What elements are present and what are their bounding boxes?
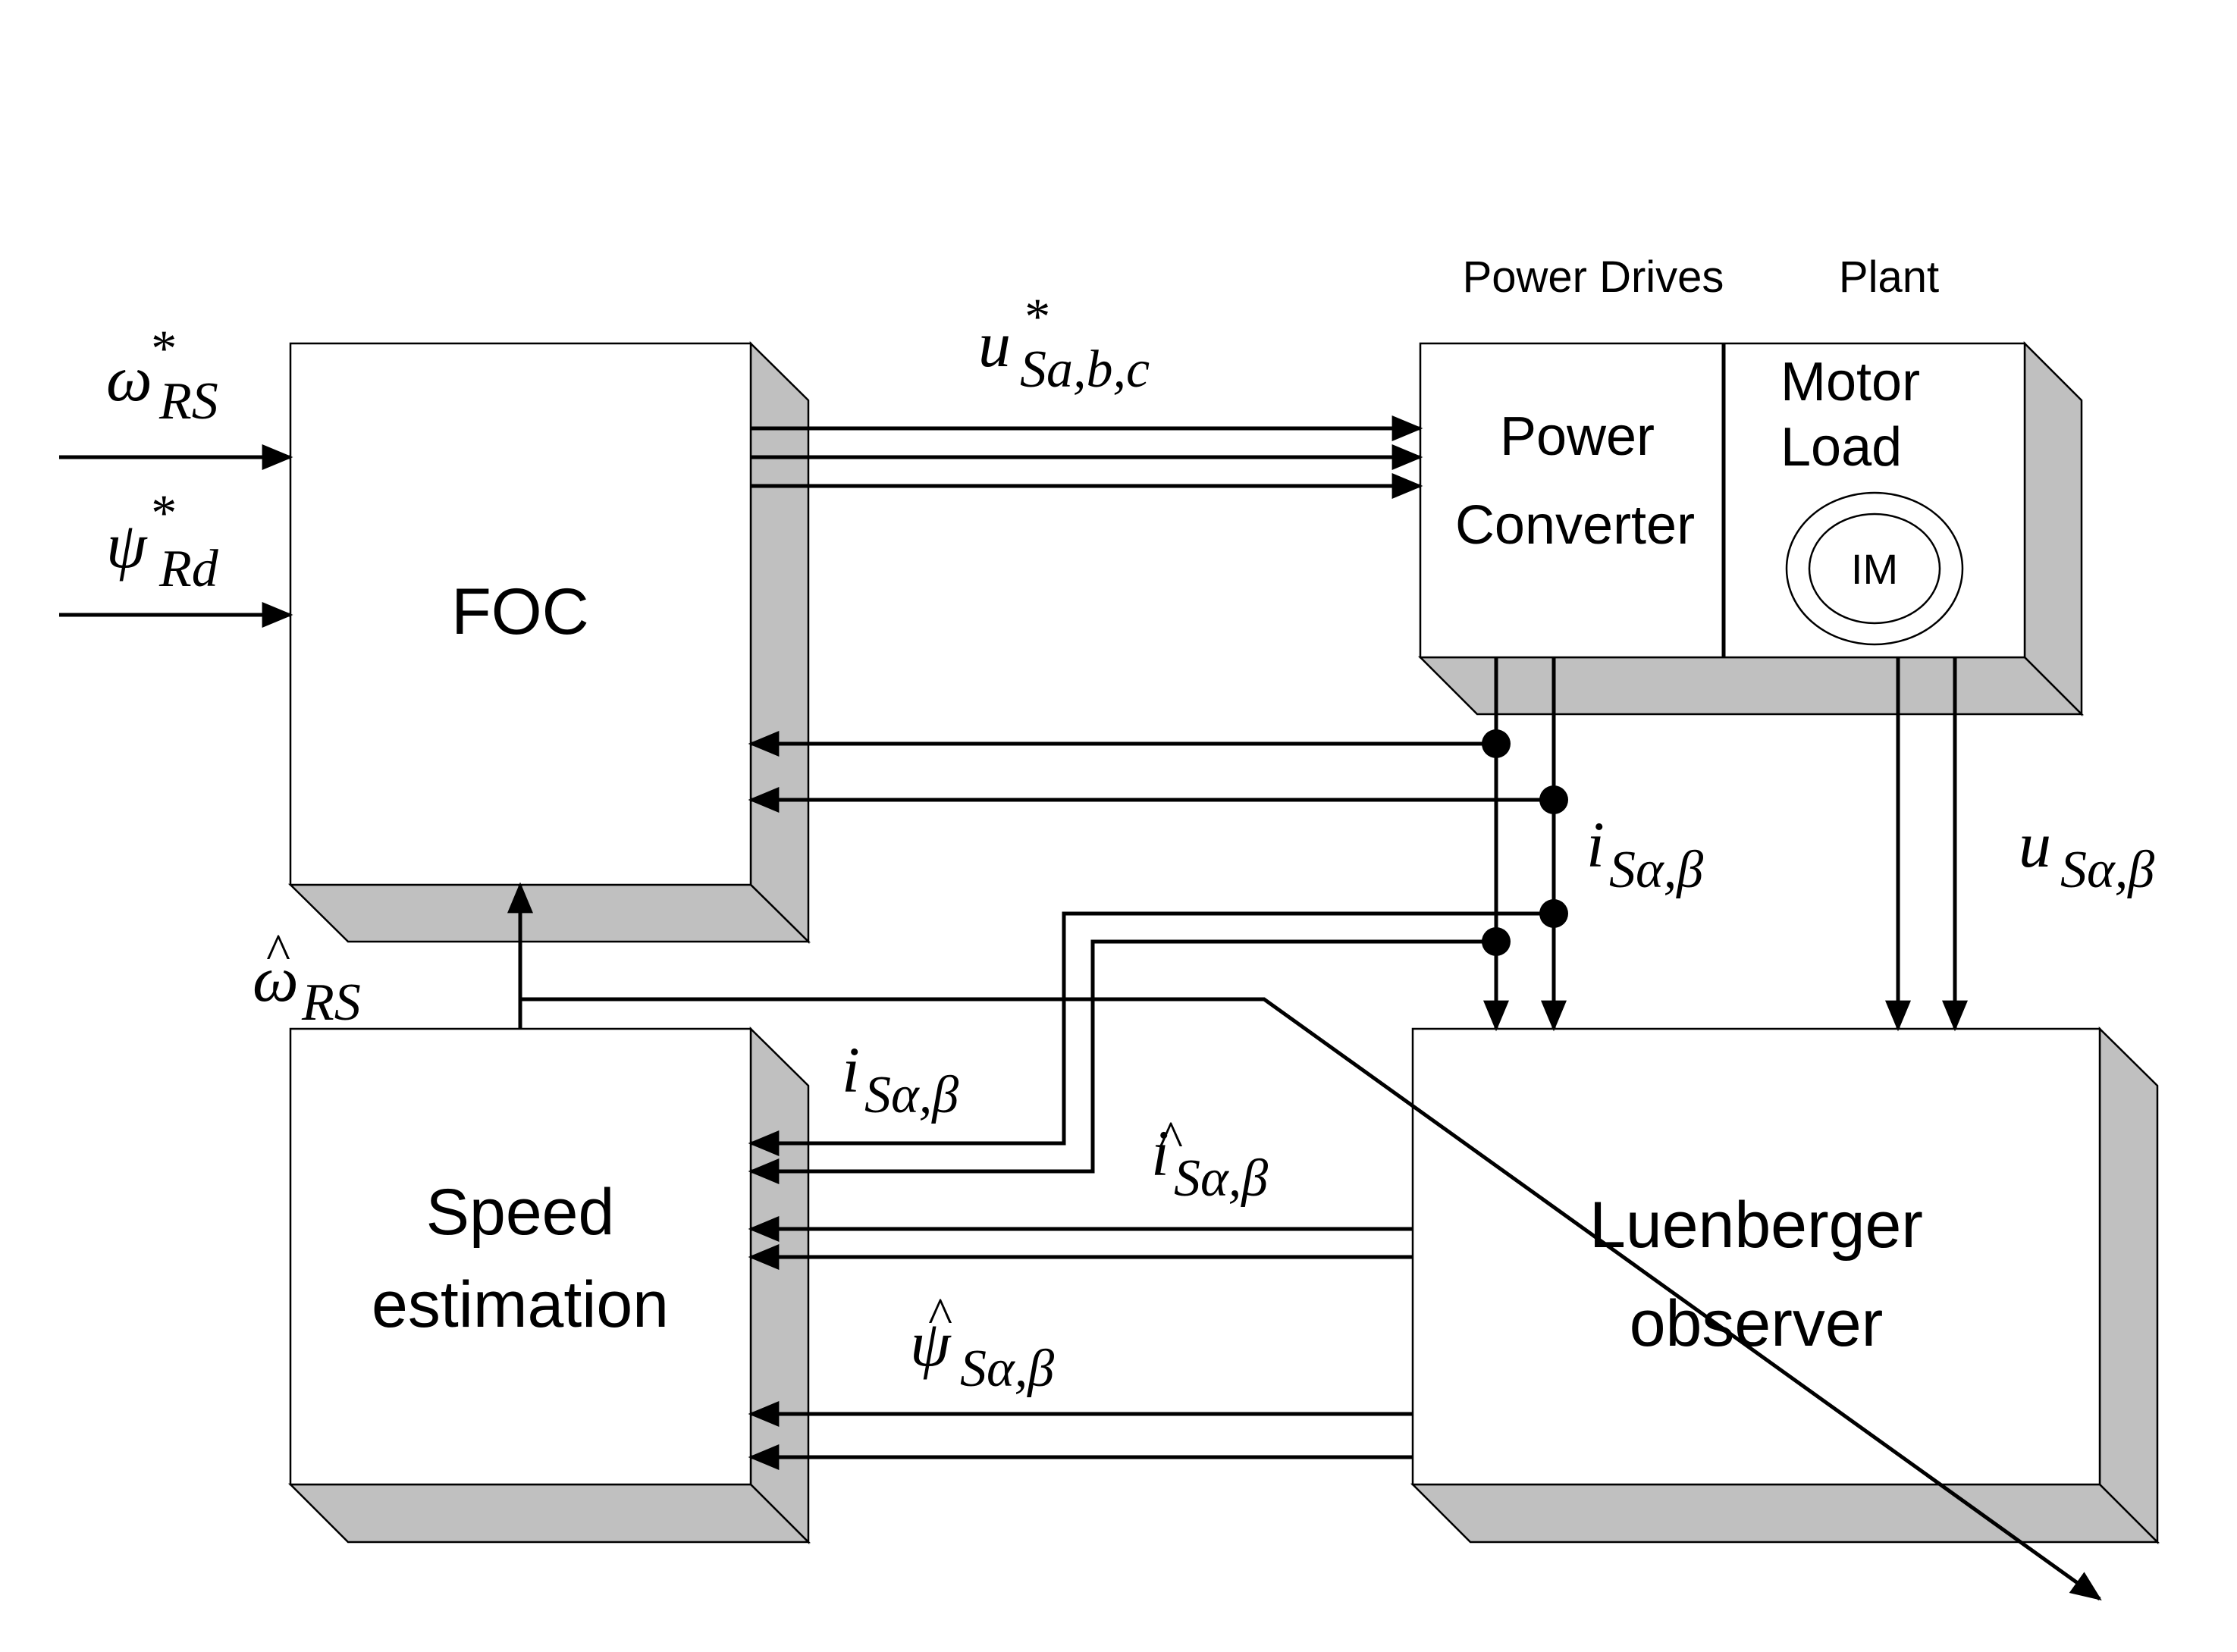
omega-hat-mark: ^ (265, 923, 290, 980)
omega-hat-sub: RS (301, 973, 361, 1032)
motor-outer-ring (1785, 491, 1964, 646)
omega-hat-base: ω (253, 942, 299, 1015)
i-meas-left-sub: Sα,β (864, 1066, 958, 1124)
speed-block-side (749, 1027, 810, 1545)
motor-inner-ring (1808, 513, 1941, 625)
u-meas-sub: Sα,β (2060, 841, 2154, 899)
motor-symbol-label: IM (1851, 545, 1898, 593)
omega-ref-base: ω (106, 342, 152, 415)
observer-block-side (2098, 1027, 2159, 1545)
psi-hat-base: ψ (910, 1307, 952, 1380)
plant-block-bottom (1417, 656, 2085, 716)
i-hat-base: i (1151, 1117, 1169, 1190)
i-hat-mark: ^ (1158, 1110, 1183, 1168)
psi-ref-base: ψ (106, 509, 148, 581)
foc-block-bottom (287, 883, 811, 943)
plant-header: Plant (1839, 252, 1939, 302)
psi-ref-sub: Rd (158, 540, 219, 598)
i-meas-left-label: i Sα,β (842, 1033, 958, 1124)
observer-label-line2: observer (1630, 1287, 1884, 1360)
psi-ref-label: * ψ Rd (106, 484, 219, 598)
u-ref-mark: * (1022, 287, 1048, 345)
foc-block: FOC (287, 341, 811, 944)
foc-block-face (289, 342, 752, 886)
i-meas-right-base: i (1586, 808, 1605, 881)
motor-load-label-line2: Load (1781, 417, 1902, 478)
u-ref-base: u (978, 308, 1011, 381)
observer-block-face (1411, 1027, 2101, 1486)
psi-hat-label: ^ ψ Sα,β (910, 1287, 1054, 1398)
omega-hat-label: ^ ω RS (253, 923, 361, 1032)
u-ref-label: * u Sa,b,c (978, 287, 1150, 399)
omega-ref-label: * ω RS (106, 319, 218, 431)
power-converter-label-line1: Power (1500, 406, 1655, 467)
power-converter-label-line2: Converter (1455, 495, 1695, 556)
i-to-speed-beta (748, 911, 1554, 1156)
u-ref-sub: Sa,b,c (1020, 340, 1150, 399)
luenberger-observer-block: Luenberger observer (1410, 1027, 2160, 1545)
plant-block-side (2023, 340, 2083, 717)
junction-dot (1482, 729, 1511, 758)
power-plant-block: Power Converter Motor Load IM (1417, 340, 2085, 717)
omega-ref-sub: RS (158, 372, 218, 431)
u-meas-label: u Sα,β (2019, 808, 2154, 899)
motor-load-label-line1: Motor (1781, 352, 1920, 412)
junction-dot (1482, 927, 1511, 956)
junction-dot (1539, 785, 1568, 814)
psi-hat-mark: ^ (927, 1287, 952, 1344)
i-hat-sub: Sα,β (1174, 1149, 1268, 1208)
i-meas-right-label: i Sα,β (1586, 808, 1703, 899)
i-meas-left-base: i (842, 1033, 860, 1106)
psi-hat-sub: Sα,β (960, 1340, 1054, 1398)
speed-estimation-block: Speed estimation (287, 1027, 811, 1545)
i-hat-label: ^ i Sα,β (1151, 1110, 1268, 1208)
foc-block-side (749, 341, 810, 944)
junction-dot (1539, 899, 1568, 928)
observer-block-bottom (1410, 1483, 2160, 1544)
speed-block-face (289, 1027, 752, 1486)
observer-label-line1: Luenberger (1589, 1189, 1923, 1262)
speed-label-line1: Speed (426, 1176, 615, 1249)
omega-hat-to-observer (520, 997, 2102, 1601)
foc-label: FOC (451, 575, 589, 648)
omega-ref-mark: * (149, 319, 174, 377)
speed-label-line2: estimation (372, 1268, 669, 1341)
speed-block-bottom (287, 1483, 811, 1544)
i-meas-right-sub: Sα,β (1609, 841, 1703, 899)
i-to-speed-alpha (748, 939, 1496, 1184)
power-drives-header: Power Drives (1463, 252, 1724, 302)
u-meas-base: u (2019, 808, 2051, 881)
psi-ref-mark: * (149, 484, 174, 541)
